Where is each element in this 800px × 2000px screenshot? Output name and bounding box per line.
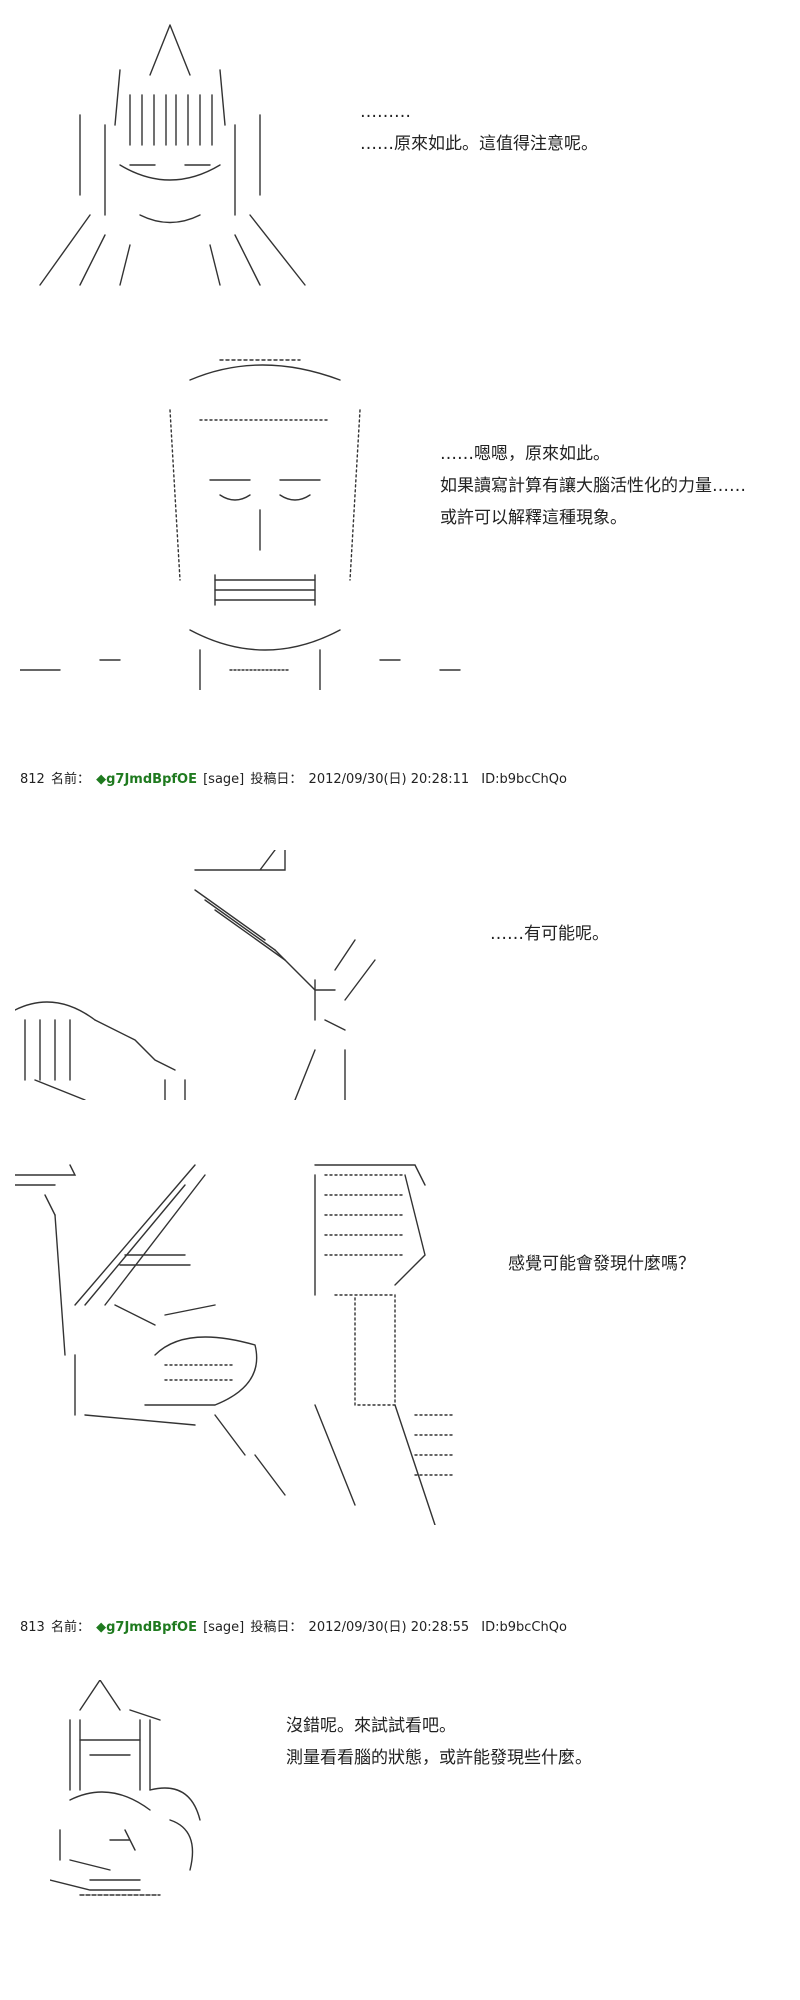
panel-5: 沒錯呢。來試試看吧。 測量看看腦的狀態，或許能發現些什麼。 xyxy=(0,1650,800,2000)
ascii-art-figure-1 xyxy=(20,15,320,295)
post-date: 2012/09/30(日) 20:28:55 xyxy=(308,1620,470,1635)
ascii-art-figure-2 xyxy=(20,350,480,690)
dialog-panel-4: 感覺可能會發現什麼嗎？ xyxy=(508,1248,695,1280)
post-date: 2012/09/30(日) 20:28:11 xyxy=(308,772,470,787)
dialog-panel-1: ……… ……原來如此。這值得注意呢。 xyxy=(360,96,598,160)
ascii-art-figure-3 xyxy=(15,850,415,1100)
dialog-line: 測量看看腦的狀態，或許能發現些什麼。 xyxy=(286,1748,592,1768)
post-mail: [sage] xyxy=(203,772,245,787)
ascii-art-figure-5 xyxy=(50,1680,240,1900)
panel-4: 感覺可能會發現什麼嗎？ xyxy=(0,1100,800,1530)
post-name-label: 名前： xyxy=(50,772,90,787)
dialog-line: 感覺可能會發現什麼嗎？ xyxy=(508,1254,695,1274)
post-date-label: 投稿日： xyxy=(250,1620,303,1635)
ascii-art-figure-4 xyxy=(15,1155,465,1525)
dialog-line: ……嗯嗯，原來如此。 xyxy=(440,444,610,464)
post-number: 812 xyxy=(20,772,45,787)
post-name-label: 名前： xyxy=(50,1620,90,1635)
panel-2: ……嗯嗯，原來如此。 如果讀寫計算有讓大腦活性化的力量…… 或許可以解釋這種現象… xyxy=(0,300,800,760)
post-trip: ◆g7JmdBpfOE xyxy=(96,772,197,787)
dialog-line: 或許可以解釋這種現象。 xyxy=(440,508,627,528)
post-header-812: 812 名前： ◆g7JmdBpfOE [sage] 投稿日： 2012/09/… xyxy=(20,771,569,789)
dialog-panel-5: 沒錯呢。來試試看吧。 測量看看腦的狀態，或許能發現些什麼。 xyxy=(286,1710,592,1774)
panel-3: ……有可能呢。 xyxy=(0,800,800,1100)
post-header-813: 813 名前： ◆g7JmdBpfOE [sage] 投稿日： 2012/09/… xyxy=(20,1619,569,1637)
dialog-line: 沒錯呢。來試試看吧。 xyxy=(286,1716,456,1736)
dialog-panel-3: ……有可能呢。 xyxy=(490,918,609,950)
post-date-label: 投稿日： xyxy=(250,772,303,787)
post-id: ID:b9bcChQo xyxy=(481,772,567,787)
dialog-line: 如果讀寫計算有讓大腦活性化的力量…… xyxy=(440,476,746,496)
dialog-line: ……有可能呢。 xyxy=(490,924,609,944)
dialog-line: ……… xyxy=(360,102,411,122)
post-trip: ◆g7JmdBpfOE xyxy=(96,1620,197,1635)
post-mail: [sage] xyxy=(203,1620,245,1635)
dialog-panel-2: ……嗯嗯，原來如此。 如果讀寫計算有讓大腦活性化的力量…… 或許可以解釋這種現象… xyxy=(440,438,746,534)
post-number: 813 xyxy=(20,1620,45,1635)
post-id: ID:b9bcChQo xyxy=(481,1620,567,1635)
dialog-line: ……原來如此。這值得注意呢。 xyxy=(360,134,598,154)
panel-1: ……… ……原來如此。這值得注意呢。 xyxy=(0,0,800,300)
